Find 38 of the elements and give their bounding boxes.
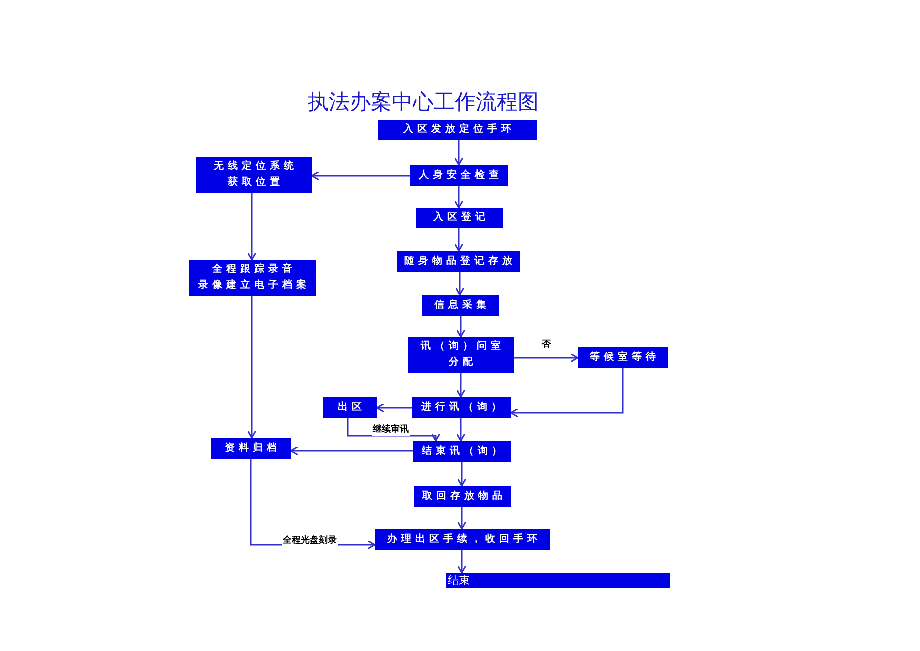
diagram-title: 执法办案中心工作流程图 (308, 89, 539, 116)
arrow (457, 462, 467, 487)
process-box: 讯（询）问室分配 (408, 337, 514, 373)
edge-label: 否 (541, 340, 552, 351)
arrow (456, 316, 466, 338)
arrow (514, 353, 579, 363)
process-box: 全程跟踪录音录像建立电子档案 (189, 260, 316, 296)
process-box: 办理出区手续，收回手环 (375, 529, 550, 550)
arrow (456, 418, 466, 442)
process-box: 信息采集 (422, 295, 499, 316)
arrow (247, 193, 257, 261)
arrow (290, 446, 413, 456)
arrow (457, 507, 467, 530)
process-box: 人身安全检查 (410, 165, 508, 186)
process-box: 入区登记 (416, 208, 503, 228)
process-box: 入区发放定位手环 (378, 120, 537, 140)
process-box: 进行讯（询） (412, 397, 511, 418)
arrow (455, 272, 465, 296)
process-box: 资料归档 (211, 438, 291, 459)
process-box: 等候室等待 (578, 347, 668, 368)
arrow (454, 228, 464, 252)
edge-label: 全程光盘刻录 (282, 536, 338, 547)
process-box: 无线定位系统获取位置 (196, 157, 312, 193)
process-box: 结束讯（询） (413, 441, 511, 462)
arrow (457, 550, 467, 574)
process-box: 随身物品登记存放 (397, 251, 520, 272)
arrow (454, 186, 464, 209)
arrow (510, 368, 624, 418)
edge-label: 继续审讯 (372, 425, 410, 436)
arrow (376, 403, 412, 413)
arrow (247, 296, 257, 439)
process-box: 出区 (323, 397, 377, 418)
arrow (311, 171, 410, 181)
end-bar: 结束 (446, 573, 670, 588)
arrow (456, 373, 466, 398)
process-box: 取回存放物品 (414, 486, 511, 507)
arrow (347, 418, 441, 442)
arrow (454, 140, 464, 166)
